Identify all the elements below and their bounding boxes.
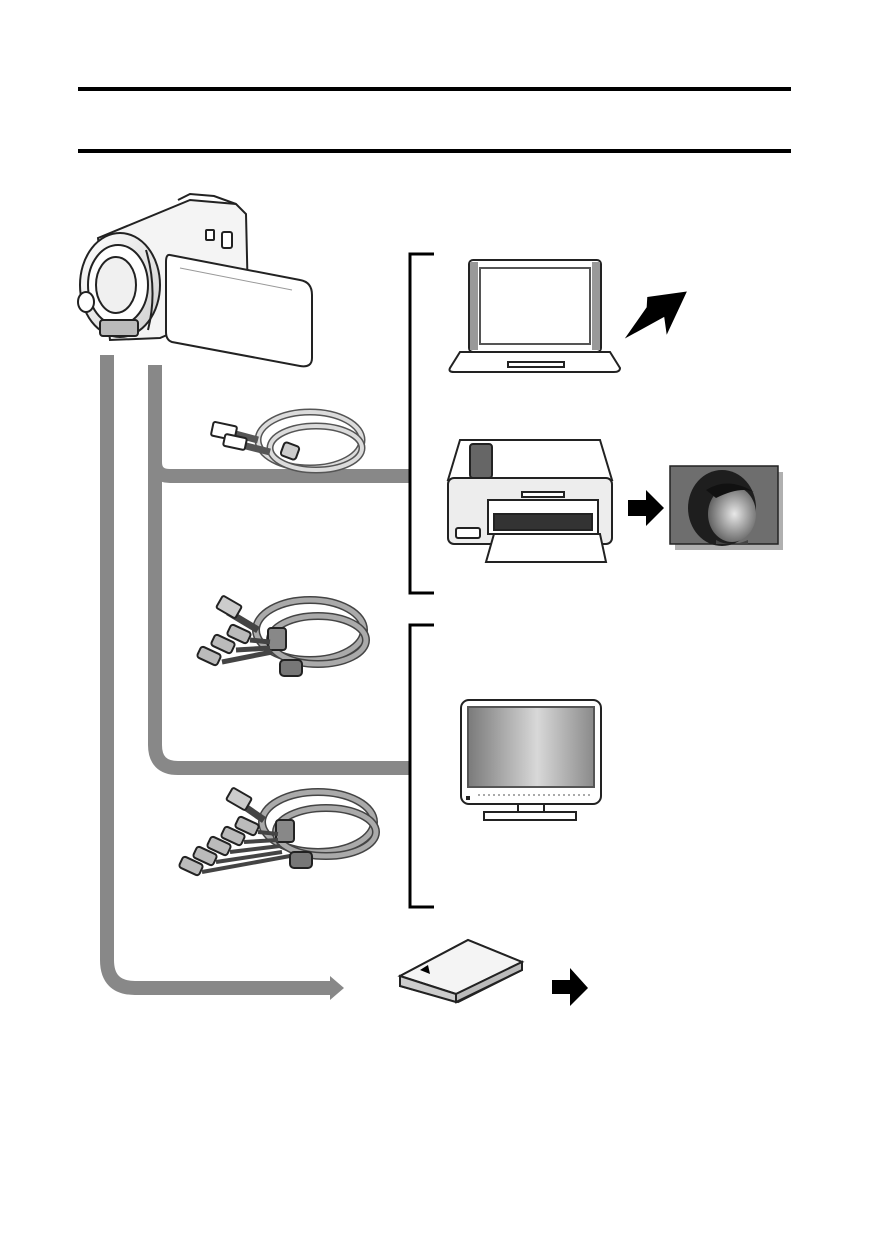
sd-card-arrow-icon	[552, 968, 588, 1006]
bracket-tv	[410, 625, 434, 907]
av-cable-icon	[196, 595, 366, 676]
usb-cable-icon	[211, 412, 362, 470]
connector-arrowhead	[330, 976, 344, 1000]
tv-icon	[461, 700, 601, 820]
printer-icon	[448, 440, 612, 562]
component-cable-icon	[178, 787, 376, 876]
print-arrow-icon	[628, 490, 664, 526]
sd-card-icon	[400, 940, 522, 1002]
laptop-icon	[450, 260, 621, 372]
bracket-pc-printer	[410, 254, 434, 593]
wireless-signal-icon	[620, 291, 693, 340]
camcorder-icon	[78, 194, 312, 366]
connector-to-tv	[155, 460, 410, 768]
portrait-photo-icon	[670, 466, 783, 550]
